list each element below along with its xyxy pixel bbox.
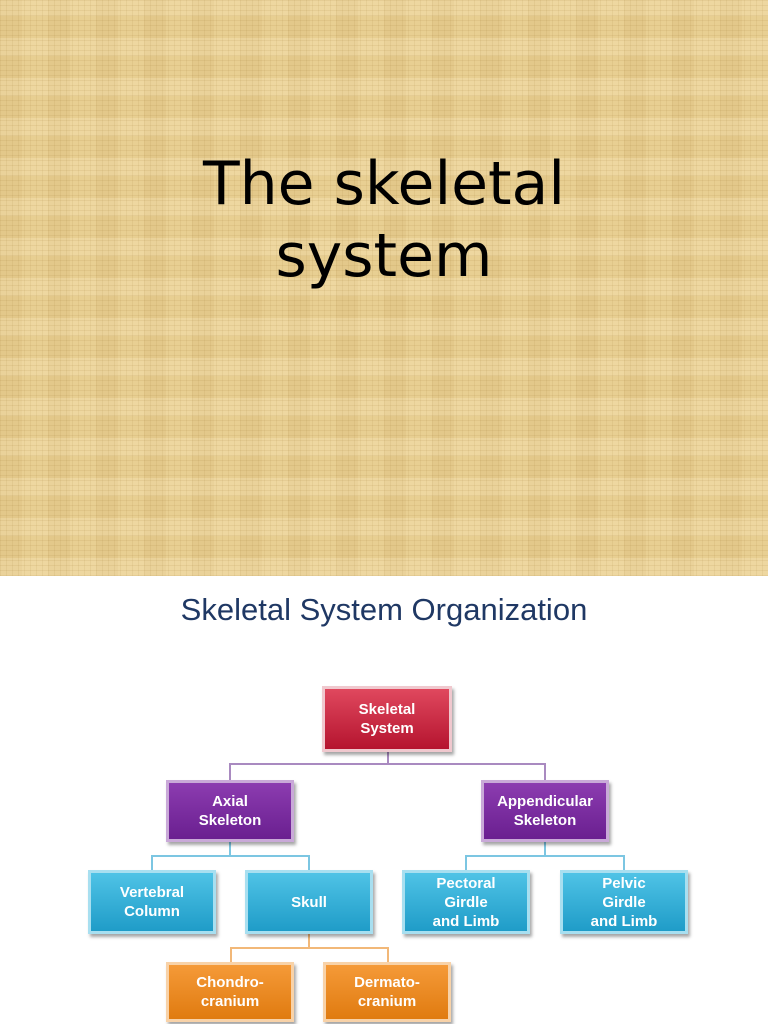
node-skeletal-system: Skeletal System — [322, 686, 452, 752]
node-dermatocranium: Dermato- cranium — [323, 962, 451, 1022]
node-pelvic-girdle: Pelvic Girdle and Limb — [560, 870, 688, 934]
connector-appendicular — [465, 842, 625, 872]
connector-lines — [151, 752, 625, 962]
slide-title-line2: system — [275, 221, 493, 291]
diagram-title: Skeletal System Organization — [180, 592, 588, 627]
slide-title-line1: The skeletal — [203, 149, 565, 219]
connector-root — [229, 752, 546, 780]
node-vertebral-column: Vertebral Column — [88, 870, 216, 934]
node-skull: Skull — [245, 870, 373, 934]
connector-axial — [151, 842, 310, 872]
node-pectoral-girdle: Pectoral Girdle and Limb — [402, 870, 530, 934]
connector-skull — [230, 934, 389, 962]
title-slide: The skeletal system — [0, 0, 768, 576]
slide-title: The skeletal system — [0, 148, 768, 292]
node-axial-skeleton: Axial Skeleton — [166, 780, 294, 842]
node-chondrocranium: Chondro- cranium — [166, 962, 294, 1022]
organization-slide: Skeletal System Organization Skeletal Sy… — [0, 576, 768, 1024]
node-appendicular-skeleton: Appendicular Skeleton — [481, 780, 609, 842]
